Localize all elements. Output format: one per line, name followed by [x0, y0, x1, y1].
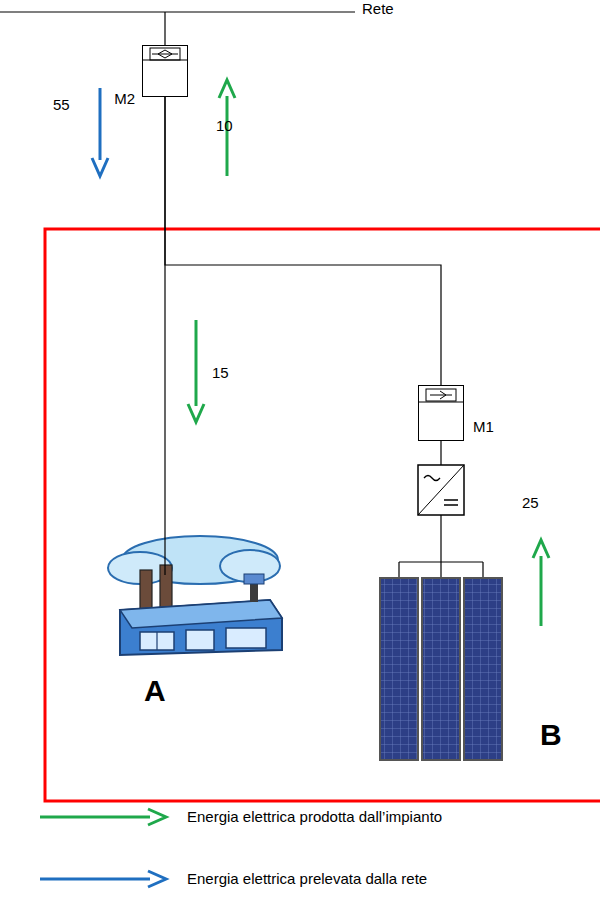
factory-load: A: [100, 575, 290, 715]
energy-value: 10: [216, 117, 233, 135]
factory-icon: [108, 536, 282, 655]
legend-arrow: [40, 809, 166, 825]
grid-label: Rete: [362, 0, 394, 18]
boundary: [45, 229, 600, 801]
wire: [165, 97, 441, 385]
part-letter: B: [540, 717, 562, 753]
energy-value: 15: [212, 364, 229, 382]
flow-arrow: [188, 320, 204, 422]
legend-text: Energia elettrica prodotta dall’impianto: [187, 808, 442, 826]
inverter-symbol: [418, 465, 464, 515]
energy-meter: M1: [418, 385, 464, 441]
wire: [441, 441, 442, 465]
energy-value: 25: [522, 494, 539, 512]
meter-symbol: [142, 48, 188, 60]
flow-arrow: [533, 540, 549, 626]
part-letter: A: [144, 673, 166, 709]
grid-line: [0, 11, 355, 12]
meter-label: M1: [473, 418, 494, 436]
energy-meter: M2: [142, 45, 188, 97]
meter-label: M2: [114, 90, 135, 108]
pv-plant: B: [378, 465, 508, 765]
legend-text: Energia elettrica prelevata dalla rete: [187, 870, 427, 888]
meter-symbol: [418, 389, 464, 402]
grid-feeder: [164, 12, 165, 45]
pv-array: [380, 515, 502, 760]
energy-value: 55: [53, 96, 70, 114]
flow-arrow: [92, 88, 108, 176]
legend-arrow: [40, 871, 166, 887]
